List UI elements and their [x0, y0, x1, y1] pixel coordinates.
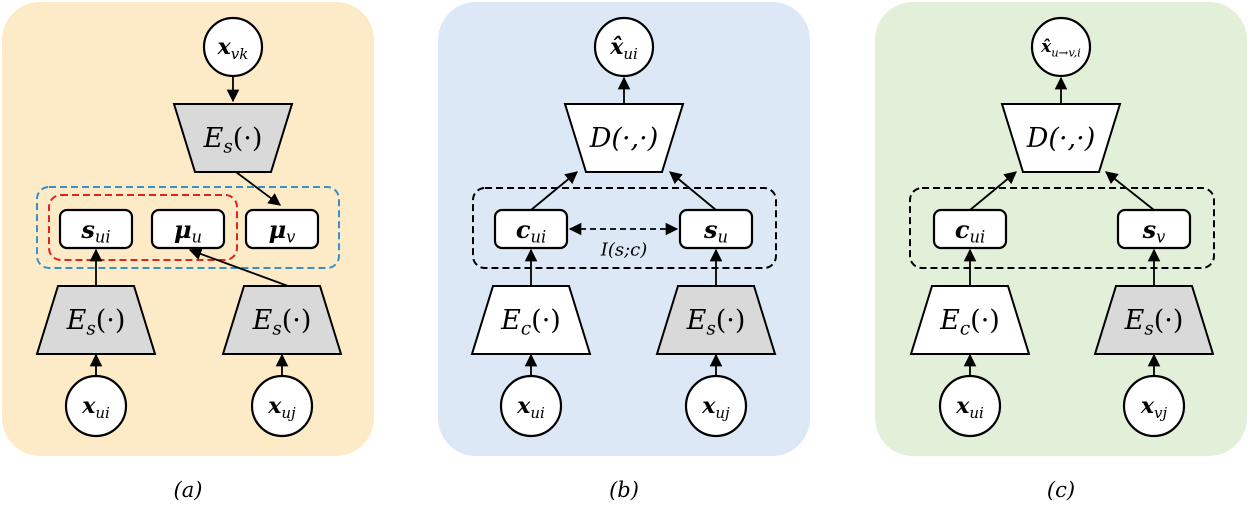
panel-c-decoder: D(·,·): [1000, 103, 1122, 173]
panel-b-bottom-node-left-label: xui: [516, 393, 545, 422]
panel-a-arrow-to-mu-v: [235, 171, 282, 206]
panel-a-encoder-left-label: Es(·): [66, 305, 126, 340]
panel-b-c-ui-box: cui: [493, 208, 569, 250]
panel-b-mutual-info-label: I(s;c): [600, 240, 648, 261]
panel-a-arrow-right-to-mu-u: [188, 247, 289, 287]
panel-c-arrow-s-to-decoder: [1105, 171, 1155, 211]
panel-b-dashed-group: [472, 187, 777, 269]
panel-c-encoder-right-label: Es(·): [1124, 305, 1184, 340]
panel-b-decoder-label: D(·,·): [589, 123, 658, 154]
panel-c-s-v-box: sv: [1116, 208, 1192, 250]
panel-b-decoder: D(·,·): [563, 103, 685, 173]
panel-c-s-v-box-label: sv: [1142, 215, 1167, 247]
panel-b-encoder-right: Es(·): [655, 285, 777, 355]
panel-c-top-node-label: x̂u→v,i: [1040, 37, 1081, 59]
panel-c-arrow-c-to-decoder: [969, 171, 1017, 211]
panel-c-encoder-right: Es(·): [1093, 285, 1215, 355]
panel-c-c-ui-box: cui: [932, 208, 1008, 250]
panel-b-top-node-label: x̂ui: [609, 34, 638, 63]
panel-c-bottom-node-right: xvj: [1122, 374, 1186, 438]
panel-a-bottom-node-right-label: xuj: [267, 393, 296, 422]
panel-b-s-u-box-label: su: [703, 215, 728, 247]
panel-b-arrow-s-to-decoder: [669, 171, 717, 211]
panel-b-s-u-box: su: [678, 208, 754, 250]
panel-a-red-dashed-group: [48, 194, 238, 261]
panel-a-bottom-node-left: xui: [64, 374, 128, 438]
panel-b-encoder-left: Ec(·): [470, 285, 592, 355]
panel-c-bottom-node-left-label: xui: [955, 393, 984, 422]
panel-a-mu-u-box-label: μu: [174, 215, 202, 247]
panel-a-encoder-right: Es(·): [221, 285, 343, 355]
panel-a-caption: (a): [174, 478, 203, 502]
panel-a-s-ui-box: sui: [58, 208, 134, 250]
panel-c-decoder-label: D(·,·): [1026, 123, 1095, 154]
panel-a-encoder-left: Es(·): [35, 285, 157, 355]
panel-c-bottom-node-right-label: xvj: [1140, 393, 1168, 422]
panel-a-mu-v-box-label: μv: [269, 215, 297, 247]
panel-c-bottom-node-left: xui: [938, 374, 1002, 438]
panel-a-encoder-right-label: Es(·): [252, 305, 312, 340]
panel-a-bottom-node-left-label: xui: [81, 393, 110, 422]
panel-c-c-ui-box-label: cui: [955, 215, 985, 247]
panel-a-top-node: xvk: [202, 16, 264, 78]
panel-b-top-node: x̂ui: [593, 16, 655, 78]
panel-b-bottom-node-left: xui: [499, 374, 563, 438]
panel-c-encoder-left: Ec(·): [909, 285, 1031, 355]
panel-c-encoder-left-label: Ec(·): [939, 305, 1000, 340]
panel-b-encoder-right-label: Es(·): [686, 305, 746, 340]
panel-a-top-encoder: Es(·): [172, 103, 294, 173]
panel-a-s-ui-box-label: sui: [80, 215, 110, 247]
panel-a-mu-v-box: μv: [244, 208, 320, 250]
panel-a-blue-dashed-group: [36, 186, 340, 269]
panel-c-caption: (c): [1047, 478, 1075, 502]
panel-b-arrow-c-to-decoder: [530, 171, 578, 211]
panel-b-encoder-left-label: Ec(·): [500, 305, 561, 340]
panel-a-top-node-label: xvk: [217, 34, 249, 63]
panel-a-mu-u-box: μu: [150, 208, 226, 250]
panel-c-top-node: x̂u→v,i: [1030, 16, 1092, 78]
panel-b-bottom-node-right-label: xuj: [701, 393, 730, 422]
panel-b-c-ui-box-label: cui: [516, 215, 546, 247]
panel-a-bottom-node-right: xuj: [250, 374, 314, 438]
panel-b-caption: (b): [609, 478, 639, 502]
panel-a-top-encoder-label: Es(·): [203, 123, 263, 158]
panel-b-bottom-node-right: xuj: [684, 374, 748, 438]
